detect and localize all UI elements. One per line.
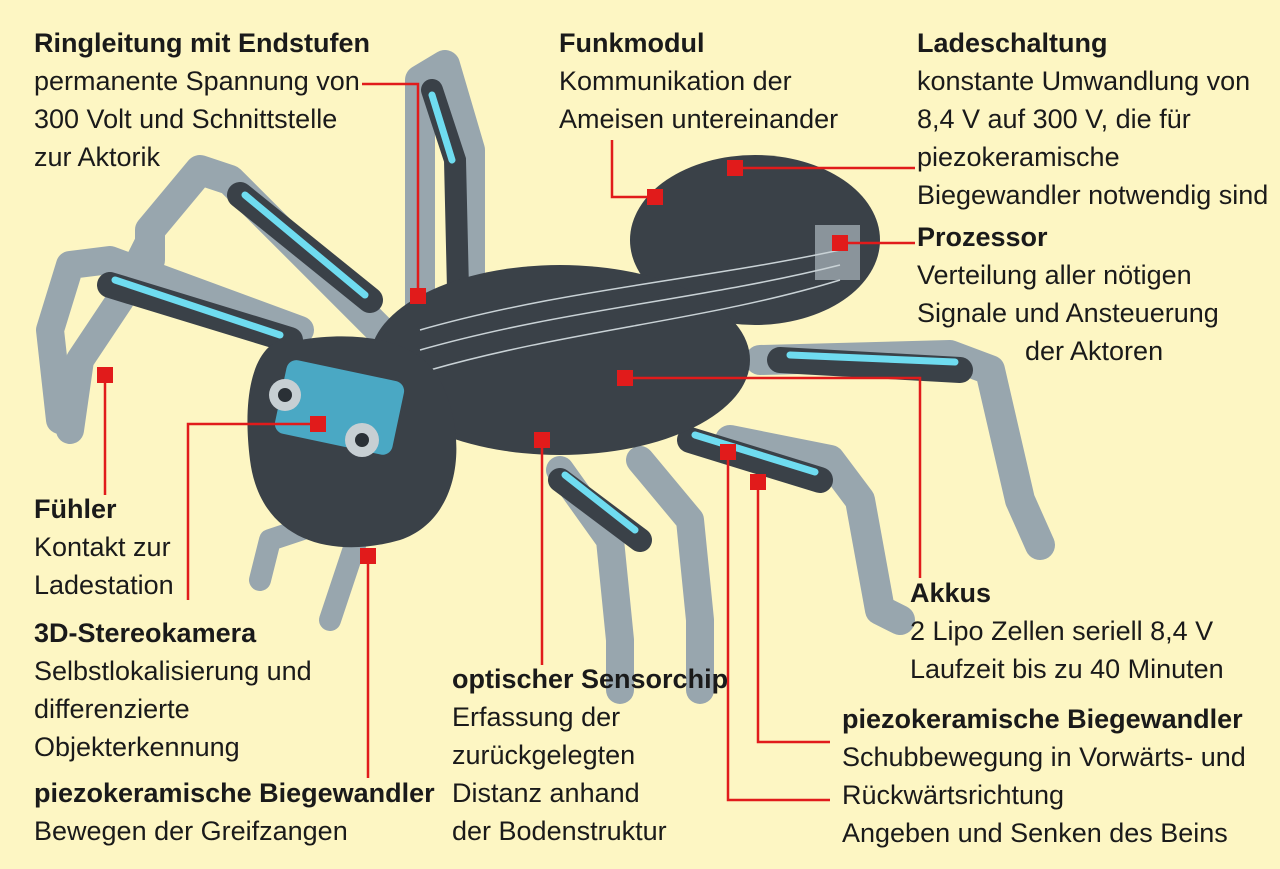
label-stereokamera: 3D-Stereokamera Selbstlokalisierung und … xyxy=(34,614,312,766)
label-line: zur Aktorik xyxy=(34,142,161,172)
label-line: Objekterkennung xyxy=(34,732,240,762)
label-line: konstante Umwandlung von xyxy=(917,66,1251,96)
label-line: Kontakt zur xyxy=(34,532,171,562)
label-line: Bewegen der Greifzangen xyxy=(34,816,348,846)
label-title: Funkmodul xyxy=(559,28,705,58)
label-line: zurückgelegten xyxy=(452,740,636,770)
label-line: piezokeramische xyxy=(917,142,1120,172)
label-prozessor: Prozessor Verteilung aller nötigen Signa… xyxy=(917,218,1219,370)
leader-lines xyxy=(103,82,922,802)
label-line: 8,4 V auf 300 V, die für xyxy=(917,104,1191,134)
label-biegewandler-bein: piezokeramische Biegewandler Schubbewegu… xyxy=(842,700,1246,852)
label-biegewandler-greifzangen: piezokeramische Biegewandler Bewegen der… xyxy=(34,774,435,850)
label-line: Erfassung der xyxy=(452,702,621,732)
label-line: permanente Spannung von xyxy=(34,66,360,96)
label-line: Verteilung aller nötigen xyxy=(917,260,1192,290)
label-ringleitung: Ringleitung mit Endstufen permanente Spa… xyxy=(34,24,370,176)
label-line: Angeben und Senken des Beins xyxy=(842,818,1228,848)
label-title: Ladeschaltung xyxy=(917,28,1108,58)
label-title: 3D-Stereokamera xyxy=(34,618,257,648)
label-line: Ameisen untereinander xyxy=(559,104,839,134)
label-line: Signale und Ansteuerung xyxy=(917,298,1219,328)
label-line: 300 Volt und Schnittstelle xyxy=(34,104,338,134)
label-title: Akkus xyxy=(910,578,992,608)
label-line: Ladestation xyxy=(34,570,174,600)
robot-body xyxy=(247,155,880,548)
label-fuehler: Fühler Kontakt zur Ladestation xyxy=(34,490,174,604)
leg-actuators xyxy=(97,79,973,552)
label-title: Ringleitung mit Endstufen xyxy=(34,28,370,58)
label-line: Distanz anhand xyxy=(452,778,640,808)
label-line: Kommunikation der xyxy=(559,66,792,96)
label-line: Schubbewegung in Vorwärts- und xyxy=(842,742,1246,772)
label-line: Laufzeit bis zu 40 Minuten xyxy=(910,654,1224,684)
label-line: differenzierte xyxy=(34,694,190,724)
label-title: Fühler xyxy=(34,494,117,524)
label-ladeschaltung: Ladeschaltung konstante Umwandlung von 8… xyxy=(917,24,1268,214)
label-sensorchip: optischer Sensorchip Erfassung der zurüc… xyxy=(452,660,728,850)
label-line: 2 Lipo Zellen seriell 8,4 V xyxy=(910,616,1214,646)
label-line: Biegewandler notwendig sind xyxy=(917,180,1269,210)
label-line: der Bodenstruktur xyxy=(452,816,667,846)
label-line: Rückwärtsrichtung xyxy=(842,780,1065,810)
label-title: piezokeramische Biegewandler xyxy=(34,778,435,808)
label-line: der Aktoren xyxy=(1025,336,1164,366)
label-title: optischer Sensorchip xyxy=(452,664,729,694)
label-akkus: Akkus 2 Lipo Zellen seriell 8,4 V Laufze… xyxy=(910,574,1224,688)
label-funkmodul: Funkmodul Kommunikation der Ameisen unte… xyxy=(559,24,838,138)
label-title: piezokeramische Biegewandler xyxy=(842,704,1243,734)
label-line: Selbstlokalisierung und xyxy=(34,656,312,686)
label-title: Prozessor xyxy=(917,222,1048,252)
leader-markers xyxy=(97,160,848,564)
